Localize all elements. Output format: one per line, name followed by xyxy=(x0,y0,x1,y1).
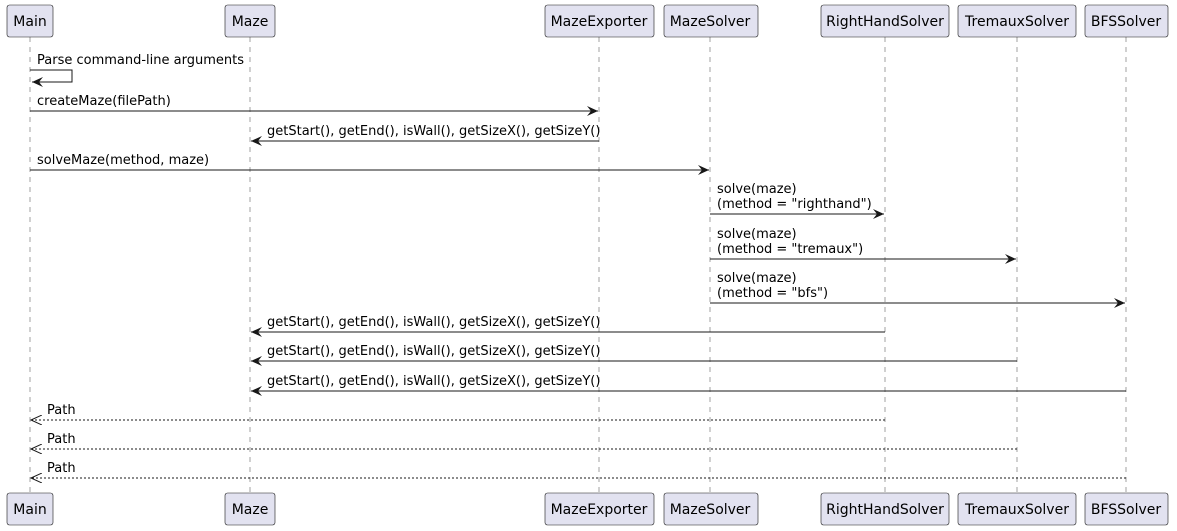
message-label: (method = "bfs") xyxy=(717,286,828,301)
participant-label: TremauxSolver xyxy=(964,502,1069,518)
participant-bfs-bottom: BFSSolver xyxy=(1084,492,1169,526)
participant-label: MazeSolver xyxy=(670,502,751,518)
messages: Parse command-line arguments createMaze(f… xyxy=(30,53,1126,478)
participant-box xyxy=(1084,4,1169,38)
participant-box xyxy=(957,492,1077,526)
participant-box xyxy=(663,492,759,526)
participant-label: BFSSolver xyxy=(1091,502,1162,518)
message-4: solveMaze(method, maze) xyxy=(30,153,709,175)
message-label: getStart(), getEnd(), isWall(), getSizeX… xyxy=(267,344,600,359)
participant-label: MazeExporter xyxy=(551,502,648,518)
lifelines xyxy=(29,37,1127,493)
message-label: (method = "tremaux") xyxy=(717,242,863,257)
participant-box xyxy=(820,492,950,526)
message-label: Parse command-line arguments xyxy=(37,53,244,68)
participant-solver-top: MazeSolver xyxy=(663,4,759,38)
participant-maze-bottom: Maze xyxy=(224,492,276,526)
participant-exporter-top: MazeExporter xyxy=(544,4,655,38)
message-label: getStart(), getEnd(), isWall(), getSizeX… xyxy=(267,315,600,330)
participant-box xyxy=(544,4,655,38)
message-12: Path xyxy=(31,432,1017,449)
participant-label: TremauxSolver xyxy=(964,14,1069,30)
message-arrow xyxy=(30,69,73,87)
participant-box xyxy=(224,4,276,38)
participant-box xyxy=(6,4,54,38)
participant-box xyxy=(224,492,276,526)
participant-label: Main xyxy=(13,502,46,518)
message-label: getStart(), getEnd(), isWall(), getSizeX… xyxy=(267,374,600,389)
participant-solver-bottom: MazeSolver xyxy=(663,492,759,526)
participant-box xyxy=(957,4,1077,38)
participant-box xyxy=(663,4,759,38)
participant-label: BFSSolver xyxy=(1091,14,1162,30)
participant-righthand-top: RightHandSolver xyxy=(820,4,950,38)
participant-tremaux-top: TremauxSolver xyxy=(957,4,1077,38)
message-6: solve(maze)(method = "tremaux") xyxy=(710,227,1016,264)
participant-main-top: Main xyxy=(6,4,54,38)
participant-box xyxy=(820,4,950,38)
participant-tremaux-bottom: TremauxSolver xyxy=(957,492,1077,526)
participant-box xyxy=(6,492,54,526)
participant-label: Maze xyxy=(232,502,269,518)
message-label: solve(maze) xyxy=(717,227,797,242)
message-label: Path xyxy=(47,432,76,447)
participant-righthand-bottom: RightHandSolver xyxy=(820,492,950,526)
message-2: createMaze(filePath) xyxy=(30,94,598,116)
message-label: (method = "righthand") xyxy=(717,197,872,212)
participant-label: Maze xyxy=(232,14,269,30)
message-3: getStart(), getEnd(), isWall(), getSizeX… xyxy=(251,124,600,146)
message-label: solve(maze) xyxy=(717,182,797,197)
message-label: solveMaze(method, maze) xyxy=(37,153,209,168)
participant-label: MazeExporter xyxy=(551,14,648,30)
participant-header-row: Main Maze MazeExporter MazeSolver RightHandS… xyxy=(6,4,1169,38)
message-9: getStart(), getEnd(), isWall(), getSizeX… xyxy=(251,344,1017,366)
message-label: Path xyxy=(47,461,76,476)
message-label: solve(maze) xyxy=(717,271,797,286)
participant-label: Main xyxy=(13,14,46,30)
participant-main-bottom: Main xyxy=(6,492,54,526)
message-label: Path xyxy=(47,403,76,418)
message-11: Path xyxy=(31,403,885,420)
participant-label: RightHandSolver xyxy=(826,502,944,518)
message-10: getStart(), getEnd(), isWall(), getSizeX… xyxy=(251,374,1126,396)
message-7: solve(maze)(method = "bfs") xyxy=(710,271,1125,308)
participant-box xyxy=(544,492,655,526)
participant-exporter-bottom: MazeExporter xyxy=(544,492,655,526)
participant-box xyxy=(1084,492,1169,526)
message-8: getStart(), getEnd(), isWall(), getSizeX… xyxy=(251,315,885,337)
participant-label: RightHandSolver xyxy=(826,14,944,30)
participant-bfs-top: BFSSolver xyxy=(1084,4,1169,38)
participant-footer-row: Main Maze MazeExporter MazeSolver RightHandS… xyxy=(6,492,1169,526)
message-label: getStart(), getEnd(), isWall(), getSizeX… xyxy=(267,124,600,139)
message-5: solve(maze)(method = "righthand") xyxy=(710,182,884,219)
message-1: Parse command-line arguments xyxy=(30,53,244,87)
message-13: Path xyxy=(31,461,1126,478)
participant-maze-top: Maze xyxy=(224,4,276,38)
message-label: createMaze(filePath) xyxy=(37,94,171,109)
participant-label: MazeSolver xyxy=(670,14,751,30)
